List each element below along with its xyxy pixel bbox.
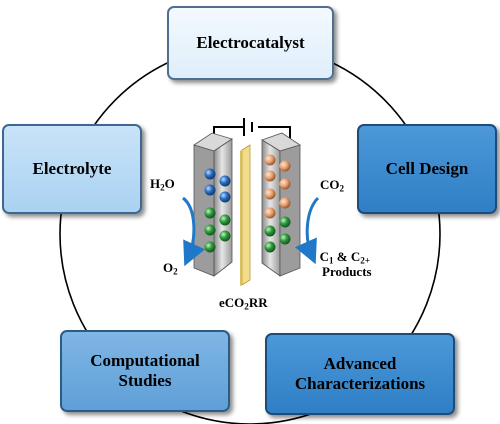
oxygen-label: O2 (163, 260, 178, 277)
orange-particle (279, 178, 291, 190)
orange-particle (264, 154, 276, 166)
blue-particle (204, 168, 216, 180)
blue-particle (219, 191, 231, 203)
orange-particle (279, 197, 291, 209)
blue-particle (219, 175, 231, 187)
orange-particle (264, 207, 276, 219)
orange-particle (279, 160, 291, 172)
node-electrocatalyst: Electrocatalyst (167, 6, 334, 80)
node-computational-label-line2: Studies (118, 371, 172, 390)
green-particle (204, 241, 216, 253)
green-particle (264, 241, 276, 253)
node-advanced-label-line1: Advanced (323, 354, 397, 374)
green-particle (264, 225, 276, 237)
cathode-flow-arrow (294, 196, 320, 265)
green-particle (219, 214, 231, 226)
node-electrolyte-label: Electrolyte (32, 159, 112, 179)
co2-label: CO2 (320, 177, 345, 194)
products-label-line1: C1 & C2+ (319, 249, 370, 266)
anode-flow-arrow (181, 196, 206, 267)
blue-particle (204, 184, 216, 196)
node-electrolyte: Electrolyte (2, 124, 142, 214)
green-particle (279, 216, 291, 228)
cathode-particles (264, 154, 291, 253)
membrane (240, 144, 251, 286)
orange-particle (264, 170, 276, 182)
green-particle (204, 224, 216, 236)
products-label-line2: Products (322, 263, 372, 279)
orange-particle (264, 188, 276, 200)
anode (193, 132, 233, 277)
products-label: C1 & C2+ Products (318, 249, 372, 280)
green-particle (279, 233, 291, 245)
green-particle (204, 207, 216, 219)
green-particle (219, 230, 231, 242)
node-electrocatalyst-label: Electrocatalyst (196, 33, 305, 53)
anode-particles (204, 168, 231, 253)
node-cell-design: Cell Design (357, 124, 497, 214)
eco2rr-caption: eCO2RR (219, 295, 268, 312)
node-computational-studies: Computational Studies (60, 330, 230, 412)
node-advanced-characterizations: Advanced Characterizations (265, 333, 455, 415)
node-advanced-label-line2: Characterizations (294, 374, 426, 393)
node-computational-label-line1: Computational (90, 351, 200, 371)
node-cell-design-label: Cell Design (385, 159, 469, 179)
water-label: H2O (150, 176, 175, 193)
